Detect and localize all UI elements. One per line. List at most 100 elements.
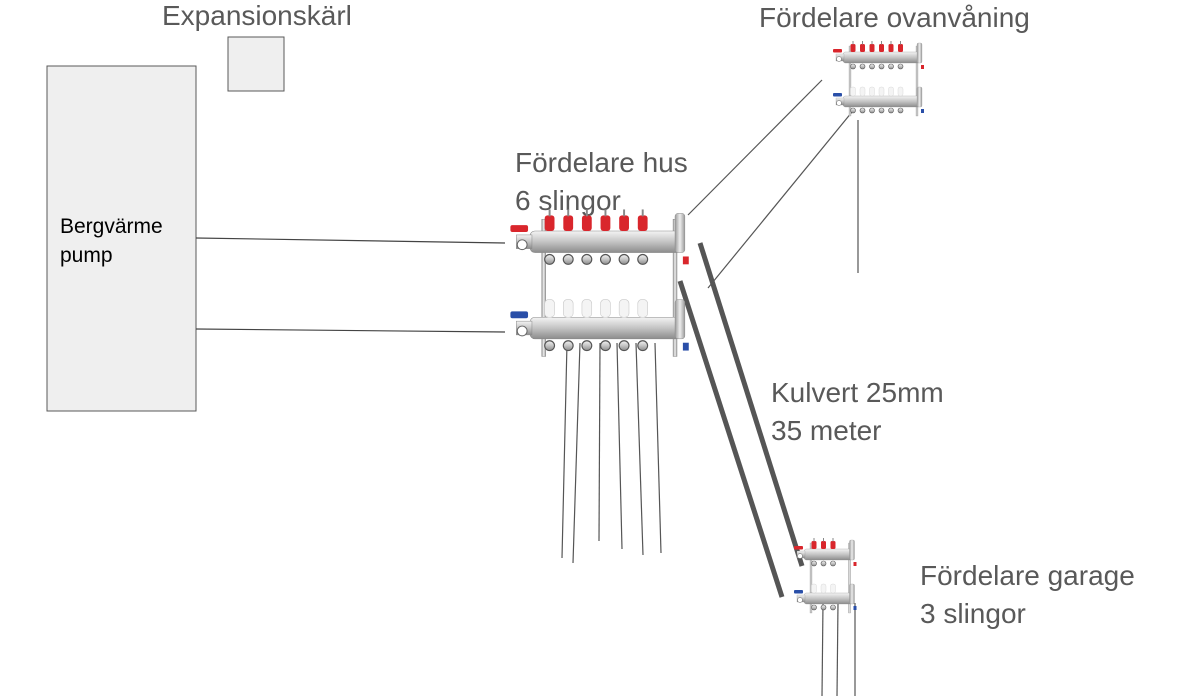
upper-floor-manifold-label: Fördelare ovanvåning [759, 2, 1030, 33]
thermometer-gauge [516, 325, 528, 337]
flow-meter [898, 44, 903, 52]
return-valve-cap [820, 583, 827, 594]
flow-meter [821, 541, 826, 549]
expansion-tank-box [227, 36, 285, 92]
outlet-fitting [562, 253, 574, 265]
outlet-fitting [637, 340, 649, 352]
house-loop-lines [561, 342, 662, 564]
drain-valve [682, 256, 689, 265]
outlet-fitting [878, 107, 885, 114]
flow-meter [544, 215, 555, 231]
flow-meter [619, 215, 629, 231]
thermometer-gauge [797, 553, 803, 559]
flow-meter-stem [567, 209, 570, 217]
flow-meter [600, 215, 611, 231]
garage-manifold-label: Fördelare garage [920, 560, 1135, 591]
supply-bar [529, 230, 682, 253]
flow-meter-stem [852, 41, 854, 45]
heat-pump-label: Bergvärme [60, 215, 163, 238]
flow-meter-stem [832, 538, 834, 542]
air-vent [849, 539, 855, 561]
manifold-bracket [541, 218, 546, 357]
flow-meter-stem [641, 209, 644, 217]
flow-meter [637, 215, 648, 231]
return-pipe [195, 328, 506, 333]
outlet-fitting [618, 340, 630, 352]
flow-meter-stem [813, 538, 815, 542]
manifold-bracket [809, 542, 813, 614]
flow-meter-stem [881, 41, 882, 45]
flow-meter [811, 541, 817, 549]
flow-meter-stem [585, 209, 588, 217]
supply-valve-handle [833, 49, 842, 53]
manifold-bracket [848, 45, 852, 117]
thermometer-gauge [836, 100, 842, 106]
flow-meter [888, 44, 894, 52]
flow-meter [563, 215, 574, 231]
supply-bar [803, 548, 853, 561]
outlet-fitting [897, 107, 904, 114]
thermometer-gauge [797, 597, 803, 603]
air-vent [849, 583, 855, 605]
heat-pump-label-line2: pump [60, 244, 113, 267]
garage-loop-lines [821, 602, 856, 696]
return-bar [529, 316, 682, 340]
return-valve-cap [830, 583, 836, 594]
return-valve-cap [869, 86, 875, 97]
drain-valve [682, 342, 689, 351]
return-valve-cap [878, 86, 885, 97]
culvert-pipe-return [677, 280, 785, 598]
outlet-fitting [581, 340, 593, 352]
flow-meter [860, 44, 865, 52]
drain-valve [921, 109, 924, 113]
heat-pump-box [46, 65, 197, 412]
outlet-fitting [859, 63, 866, 70]
outlet-fitting [859, 107, 866, 114]
flow-meter [581, 215, 592, 231]
flow-meter-stem [823, 538, 824, 542]
return-valve-cap [618, 299, 630, 318]
flow-meter-stem [900, 41, 901, 45]
outlet-fitting [562, 340, 574, 352]
outlet-fitting [811, 604, 817, 611]
return-valve-handle [833, 93, 842, 97]
outlet-fitting [850, 107, 856, 114]
outlet-fitting [618, 253, 630, 265]
outlet-fitting [850, 63, 856, 70]
flow-meter-stem [890, 41, 892, 45]
return-valve-cap [544, 299, 555, 318]
return-valve-cap [897, 86, 904, 97]
house-manifold-label: Fördelare hus [515, 147, 688, 178]
flow-meter-stem [604, 209, 607, 217]
flow-meter [830, 541, 836, 549]
return-valve-cap [637, 299, 648, 318]
air-vent [916, 86, 923, 108]
flow-meter-stem [871, 41, 873, 45]
outlet-fitting [878, 63, 885, 70]
house-manifold [510, 209, 689, 357]
drain-valve [853, 606, 857, 610]
return-valve-handle [794, 590, 803, 594]
flow-meter [850, 44, 856, 52]
upper-floor-manifold [833, 41, 924, 117]
outlet-fitting [869, 63, 875, 70]
outlet-fitting [637, 253, 649, 265]
outlet-fitting [599, 340, 611, 352]
return-valve-cap [811, 583, 817, 594]
return-valve-cap [859, 86, 866, 97]
drain-valve [921, 65, 924, 69]
air-vent [674, 299, 686, 340]
culvert-label: Kulvert 25mm [771, 377, 944, 408]
outlet-fitting [811, 560, 817, 567]
flow-meter-stem [623, 209, 626, 217]
outlet-fitting [888, 63, 894, 70]
outlet-fitting [544, 340, 556, 352]
return-valve-cap [563, 299, 574, 318]
flow-meter-stem [862, 41, 863, 45]
garage-manifold [794, 538, 857, 614]
flow-meter [869, 44, 875, 52]
supply-valve-handle [510, 225, 529, 232]
garage-manifold-loops-label: 3 slingor [920, 598, 1026, 629]
return-bar [803, 592, 853, 605]
